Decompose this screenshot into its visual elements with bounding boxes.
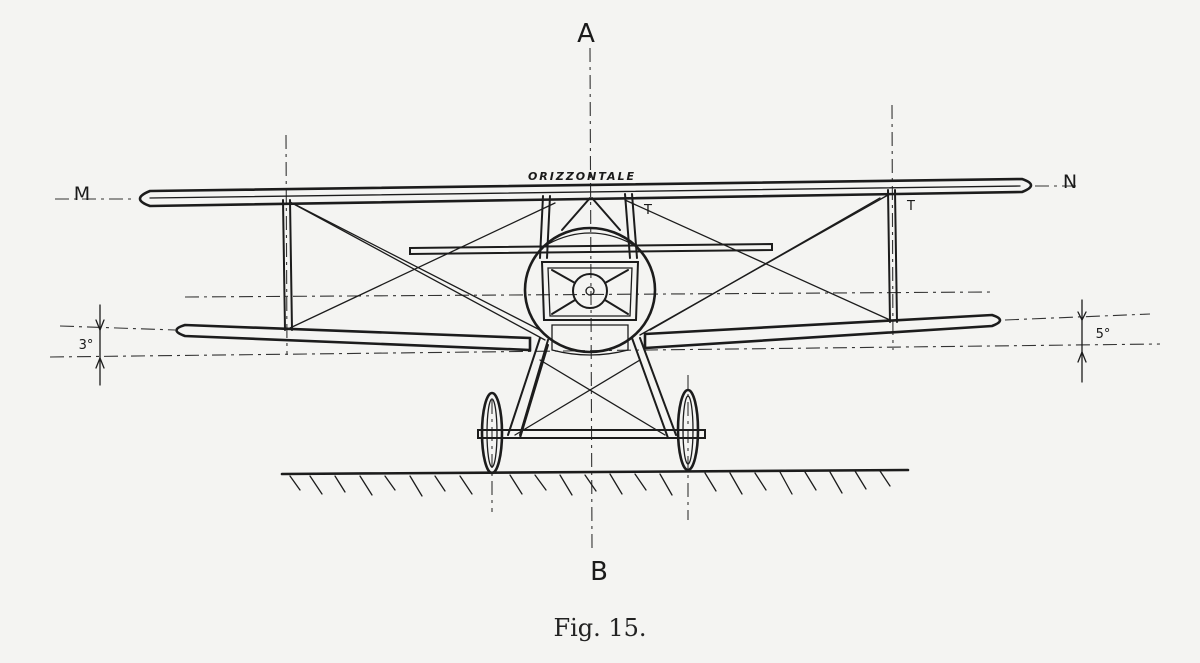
label-wing-m: M (74, 183, 90, 205)
tailplane (409, 242, 773, 256)
label-orizzontale: ORIZZONTALE (528, 170, 636, 183)
left-dimension-marker (95, 304, 105, 386)
cabane-struts (539, 193, 638, 259)
right-interplane-strut (887, 189, 898, 323)
fuselage-frame (540, 261, 640, 321)
left-interplane-strut (282, 199, 293, 331)
lower-wing-right (643, 313, 1002, 350)
bracing-wires (289, 194, 891, 341)
ground-hatching (289, 470, 891, 497)
landing-gear-bracing (514, 359, 666, 436)
left-strut-reference-line (285, 134, 288, 356)
lower-horizontal-line (49, 343, 1161, 358)
right-wheel-hub (682, 395, 694, 465)
lower-wing-left (175, 323, 532, 352)
propeller-hub (572, 273, 608, 309)
hub-center (585, 286, 595, 296)
ground-line (280, 468, 910, 476)
right-strut-reference-line (891, 104, 894, 351)
label-axis-b: B (590, 557, 608, 587)
engine-cowling (523, 226, 657, 354)
label-strut-mark-left: T (643, 203, 652, 218)
label-wing-n: N (1063, 171, 1077, 193)
cockpit-dome (547, 232, 633, 245)
upper-wing (138, 177, 1033, 208)
label-dihedral-right: 5° (1096, 327, 1111, 342)
label-axis-a: A (577, 19, 595, 49)
label-dihedral-left: 3° (79, 338, 94, 353)
right-dimension-marker (1077, 299, 1087, 383)
landing-gear-axle (477, 429, 706, 439)
centerline-a-b (589, 47, 593, 549)
left-wheel-hub (486, 398, 498, 468)
left-dihedral-line (59, 325, 176, 331)
upper-wing-inner-line (149, 185, 1021, 199)
fuselage-bottom (551, 324, 629, 356)
landing-gear-struts (507, 337, 677, 439)
engine-spokes (551, 269, 629, 315)
right-wheel (676, 388, 700, 472)
figure-caption: Fig. 15. (553, 614, 647, 642)
fuselage-inner-frame (547, 267, 633, 317)
right-dihedral-line (1004, 313, 1151, 321)
label-strut-mark-right: T (906, 199, 915, 214)
